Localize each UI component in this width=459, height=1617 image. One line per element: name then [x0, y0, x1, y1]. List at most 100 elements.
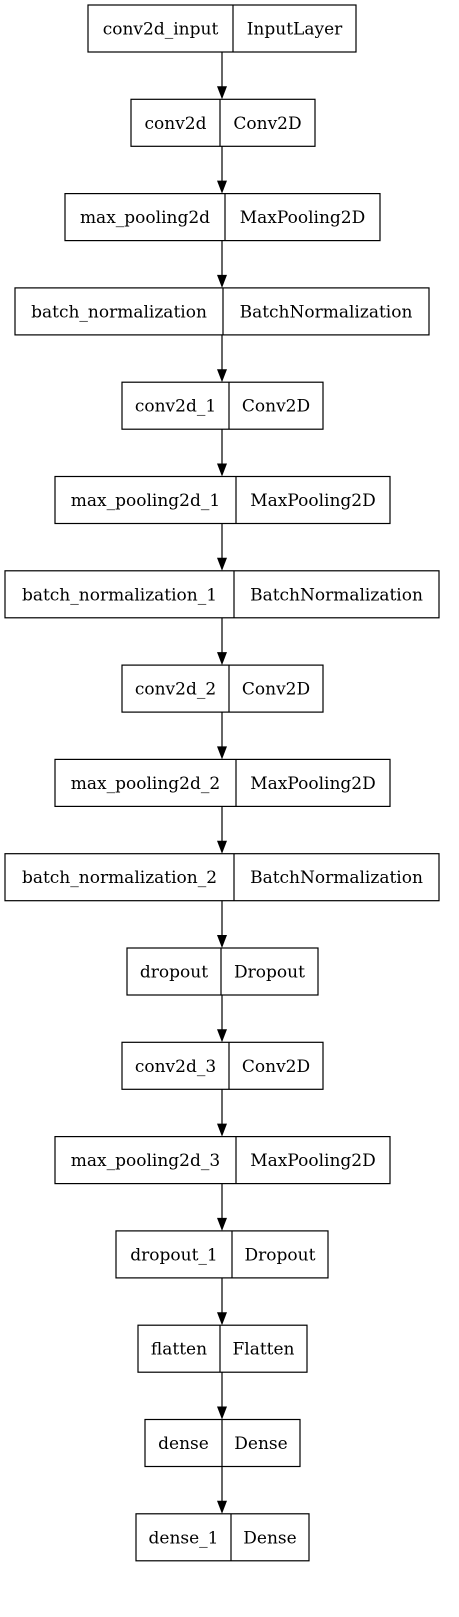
- layer-node: conv2d_1 Conv2D: [121, 381, 324, 430]
- layer-box: [137, 1324, 308, 1373]
- edge-arrow: [217, 1466, 227, 1514]
- edge-arrow: [217, 334, 227, 383]
- layer-node: batch_normalization BatchNormalization: [14, 287, 430, 336]
- layer-box: [4, 570, 440, 619]
- layer-type: Conv2D: [242, 397, 310, 417]
- arrowhead-icon: [217, 1312, 227, 1326]
- layer-name: dropout_1: [130, 1245, 217, 1265]
- layer-name: batch_normalization: [31, 302, 207, 322]
- arrowhead-icon: [217, 1500, 227, 1514]
- edges: [217, 52, 227, 1514]
- layer-type: MaxPooling2D: [250, 774, 376, 794]
- layer-node: max_pooling2d_1 MaxPooling2D: [54, 475, 391, 525]
- layer-box: [135, 1513, 310, 1562]
- layer-type: Conv2D: [242, 1057, 310, 1077]
- edge-arrow: [217, 900, 227, 948]
- arrowhead-icon: [217, 463, 227, 477]
- layer-name: conv2d_3: [135, 1057, 216, 1077]
- layer-name: max_pooling2d_2: [71, 774, 220, 794]
- arrowhead-icon: [217, 86, 227, 100]
- layer-name: dense_1: [149, 1528, 219, 1548]
- arrowhead-icon: [217, 557, 227, 571]
- layer-box: [54, 475, 391, 525]
- arrowhead-icon: [217, 1123, 227, 1137]
- layer-type: InputLayer: [247, 20, 343, 40]
- layer-name: max_pooling2d: [80, 208, 210, 228]
- edge-arrow: [217, 806, 227, 854]
- arrowhead-icon: [217, 652, 227, 666]
- layer-box: [64, 193, 381, 242]
- layer-type: Dense: [243, 1528, 296, 1548]
- layer-node: batch_normalization_2 BatchNormalization: [4, 853, 440, 902]
- layer-node: dropout_1 Dropout: [115, 1230, 329, 1279]
- layer-name: dense: [158, 1434, 209, 1454]
- layer-box: [115, 1230, 329, 1279]
- layer-box: [126, 947, 319, 996]
- layer-type: Dense: [234, 1434, 287, 1454]
- layer-name: dropout: [140, 963, 208, 983]
- layer-type: MaxPooling2D: [250, 1151, 376, 1171]
- arrowhead-icon: [217, 1406, 227, 1420]
- edge-arrow: [217, 1277, 227, 1326]
- edge-arrow: [217, 1372, 227, 1420]
- layer-type: BatchNormalization: [250, 585, 423, 605]
- layer-type: Flatten: [232, 1340, 294, 1360]
- layer-name: batch_normalization_2: [22, 868, 217, 888]
- layer-node: dense Dense: [144, 1418, 301, 1468]
- layer-name: conv2d_2: [135, 680, 216, 700]
- layer-node: conv2d_3 Conv2D: [121, 1041, 324, 1090]
- layer-box: [130, 98, 316, 147]
- layer-name: conv2d: [144, 114, 206, 134]
- layer-node: max_pooling2d_3 MaxPooling2D: [54, 1135, 391, 1185]
- layer-box: [14, 287, 430, 336]
- layer-box: [54, 758, 391, 808]
- layer-type: Conv2D: [242, 680, 310, 700]
- layer-node: conv2d Conv2D: [130, 98, 316, 147]
- layer-box: [121, 381, 324, 430]
- arrowhead-icon: [217, 180, 227, 194]
- arrowhead-icon: [217, 746, 227, 760]
- edge-arrow: [217, 712, 227, 760]
- arrowhead-icon: [217, 1029, 227, 1043]
- edge-arrow: [217, 995, 227, 1043]
- layer-node: conv2d_2 Conv2D: [121, 664, 324, 713]
- edge-arrow: [217, 617, 227, 666]
- edge-arrow: [217, 1183, 227, 1231]
- layer-box: [121, 1041, 324, 1090]
- edge-arrow: [217, 429, 227, 477]
- layer-box: [4, 853, 440, 902]
- layer-name: conv2d_input: [103, 20, 219, 40]
- arrowhead-icon: [217, 1217, 227, 1231]
- layer-type: Dropout: [245, 1245, 316, 1265]
- layer-name: max_pooling2d_1: [71, 491, 220, 511]
- layer-node: dropout Dropout: [126, 947, 319, 996]
- layer-box: [121, 664, 324, 713]
- arrowhead-icon: [217, 274, 227, 288]
- layer-type: BatchNormalization: [250, 868, 423, 888]
- edge-arrow: [217, 52, 227, 100]
- layer-type: BatchNormalization: [240, 302, 413, 322]
- arrowhead-icon: [217, 935, 227, 948]
- arrowhead-icon: [217, 840, 227, 854]
- layer-name: max_pooling2d_3: [71, 1151, 220, 1171]
- arrowhead-icon: [217, 369, 227, 383]
- layer-node: max_pooling2d_2 MaxPooling2D: [54, 758, 391, 808]
- layer-box: [87, 4, 357, 53]
- edge-arrow: [217, 146, 227, 194]
- layer-name: conv2d_1: [135, 397, 216, 417]
- edge-arrow: [217, 240, 227, 288]
- layer-node: conv2d_input InputLayer: [87, 4, 357, 53]
- layer-type: Dropout: [234, 963, 305, 983]
- layer-type: MaxPooling2D: [250, 491, 376, 511]
- layer-node: flatten Flatten: [137, 1324, 308, 1373]
- layer-type: Conv2D: [233, 114, 301, 134]
- layer-box: [54, 1135, 391, 1185]
- edge-arrow: [217, 1089, 227, 1137]
- layer-node: dense_1 Dense: [135, 1513, 310, 1562]
- layer-name: flatten: [151, 1340, 207, 1360]
- edge-arrow: [217, 523, 227, 571]
